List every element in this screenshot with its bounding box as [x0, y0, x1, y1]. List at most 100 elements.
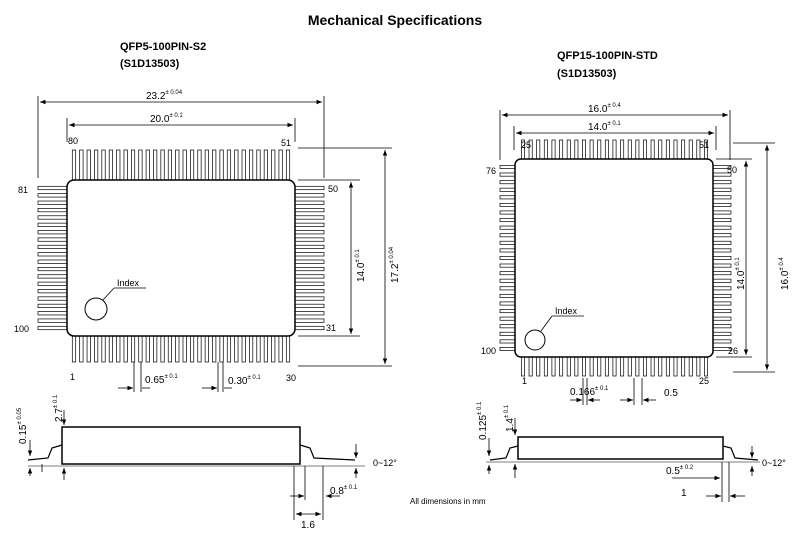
- lead: [710, 195, 732, 200]
- lead: [37, 311, 70, 316]
- lead: [226, 149, 232, 183]
- left-dim-outer-width: 23.2± 0.04: [146, 90, 183, 102]
- lead: [37, 303, 70, 308]
- lead: [71, 333, 77, 363]
- lead: [566, 139, 571, 162]
- lead: [123, 149, 128, 183]
- lead: [37, 296, 70, 301]
- lead: [612, 139, 617, 162]
- lead: [536, 139, 541, 162]
- lead: [278, 149, 283, 183]
- lead: [710, 278, 732, 283]
- lead: [37, 244, 70, 249]
- lead: [696, 354, 701, 377]
- right-dim-thickness: 1.4± 0.1: [504, 404, 516, 432]
- lead: [37, 200, 70, 205]
- right-pin-51: 51: [699, 140, 709, 150]
- lead: [688, 354, 693, 377]
- left-pin-50: 50: [328, 184, 338, 194]
- lead: [589, 354, 594, 377]
- lead: [292, 289, 325, 294]
- lead: [37, 325, 70, 331]
- lead: [219, 333, 224, 363]
- lead: [710, 210, 732, 215]
- lead: [292, 281, 325, 286]
- lead: [167, 333, 172, 363]
- lead: [175, 333, 180, 363]
- right-dim-outer-height: 16.0± 0.4: [779, 257, 791, 290]
- right-package-leads: [499, 139, 732, 377]
- lead: [559, 354, 564, 377]
- lead: [249, 333, 254, 363]
- right-dim-body-width: 14.0± 0.1: [588, 121, 621, 133]
- lead: [256, 149, 261, 183]
- lead: [536, 354, 541, 377]
- right-package-name: QFP15-100PIN-STD: [557, 50, 658, 62]
- left-dim-body-width: 20.0± 0.1: [150, 113, 183, 125]
- lead: [710, 248, 732, 253]
- lead: [71, 149, 77, 183]
- lead: [292, 185, 325, 191]
- left-dim-pitch: 0.65± 0.1: [145, 374, 178, 386]
- lead: [101, 333, 106, 363]
- left-package-side-view: [27, 410, 365, 520]
- lead: [528, 354, 533, 377]
- lead: [292, 215, 325, 220]
- lead: [710, 316, 732, 321]
- lead: [249, 149, 254, 183]
- lead: [271, 333, 276, 363]
- lead: [37, 215, 70, 220]
- lead: [197, 149, 202, 183]
- lead: [688, 139, 693, 162]
- lead: [673, 139, 678, 162]
- right-dim-angle: 0~12°: [762, 458, 786, 468]
- lead: [710, 218, 732, 223]
- lead: [612, 354, 617, 377]
- lead: [241, 333, 246, 363]
- right-dim-lead-length: 1: [681, 488, 687, 499]
- left-dim-foot: 0.8± 0.1: [330, 485, 358, 497]
- left-dim-outer-height: 17.2± 0.04: [389, 246, 401, 283]
- left-package-name: QFP5-100PIN-S2: [120, 41, 206, 53]
- lead: [138, 149, 143, 183]
- right-dim-lead-width: 0.166± 0.1: [570, 386, 609, 398]
- lead: [710, 240, 732, 245]
- lead: [635, 354, 640, 377]
- lead: [130, 333, 136, 363]
- left-dimension-lines: [37, 96, 392, 392]
- lead: [37, 185, 70, 191]
- lead: [37, 281, 70, 286]
- lead: [292, 274, 325, 279]
- lead: [673, 354, 678, 377]
- left-index-label: Index: [117, 278, 140, 288]
- left-index-mark: [84, 297, 108, 321]
- lead: [582, 139, 586, 162]
- lead: [292, 318, 325, 323]
- lead: [710, 331, 732, 336]
- lead: [635, 139, 640, 162]
- lead: [182, 333, 187, 363]
- left-package-body: [66, 179, 296, 337]
- lead: [285, 149, 291, 183]
- lead: [604, 139, 609, 162]
- right-package-part: (S1D13503): [557, 68, 617, 80]
- lead: [704, 354, 708, 377]
- lead: [94, 333, 99, 363]
- right-dim-standoff: 0.125± 0.1: [477, 401, 489, 440]
- lead: [292, 325, 325, 331]
- lead: [86, 149, 91, 183]
- lead: [241, 149, 246, 183]
- lead: [285, 333, 291, 363]
- lead: [574, 139, 579, 162]
- right-dim-body-height: 14.0± 0.1: [735, 257, 747, 290]
- lead: [710, 187, 732, 192]
- lead: [551, 139, 556, 162]
- left-dim-lead-width: 0.30± 0.1: [228, 375, 261, 387]
- lead: [108, 333, 113, 363]
- lead: [710, 256, 732, 260]
- lead: [292, 237, 325, 242]
- left-dim-lead-length: 1.6: [301, 520, 315, 531]
- left-dim-angle: 0~12°: [373, 458, 397, 468]
- lead: [710, 339, 732, 344]
- lead: [559, 139, 564, 162]
